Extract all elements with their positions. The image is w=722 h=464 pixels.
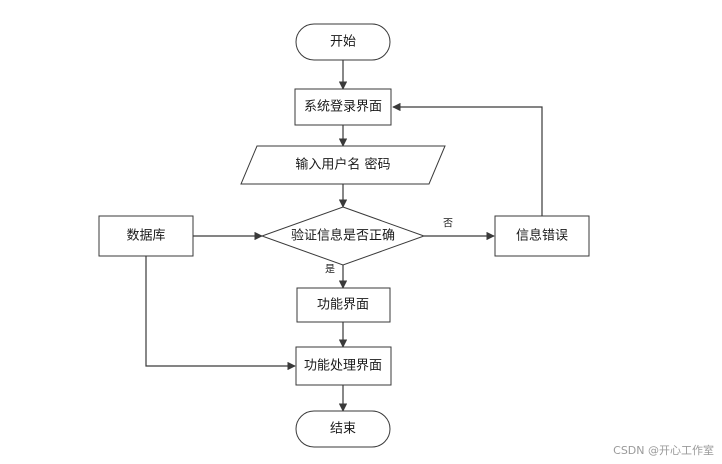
start-terminal: 开始 <box>295 23 391 61</box>
processing-label: 功能处理界面 <box>304 359 382 374</box>
database-node: 数据库 <box>98 215 194 257</box>
login-process: 系统登录界面 <box>294 88 392 126</box>
end-label: 结束 <box>330 422 356 437</box>
error-node: 信息错误 <box>494 215 590 257</box>
end-terminal: 结束 <box>295 410 391 448</box>
edge-error-to-login <box>392 102 543 216</box>
verify-label: 验证信息是否正确 <box>291 228 395 244</box>
edges <box>145 60 543 412</box>
verify-decision: 验证信息是否正确 <box>260 206 426 266</box>
start-label: 开始 <box>330 35 356 50</box>
processing-node: 功能处理界面 <box>295 346 392 386</box>
edge-database-to-processing <box>145 256 296 371</box>
watermark: CSDN @开心工作室 <box>613 444 714 457</box>
feature-node: 功能界面 <box>296 287 391 323</box>
error-label: 信息错误 <box>516 228 568 244</box>
login-label: 系统登录界面 <box>304 100 382 115</box>
edge-label-yes: 是 <box>325 264 335 276</box>
database-label: 数据库 <box>126 228 165 244</box>
input-data-node: 输入用户名 密码 <box>240 145 446 185</box>
feature-label: 功能界面 <box>317 298 369 313</box>
edge-label-no: 否 <box>443 218 453 230</box>
input-label: 输入用户名 密码 <box>295 157 390 173</box>
